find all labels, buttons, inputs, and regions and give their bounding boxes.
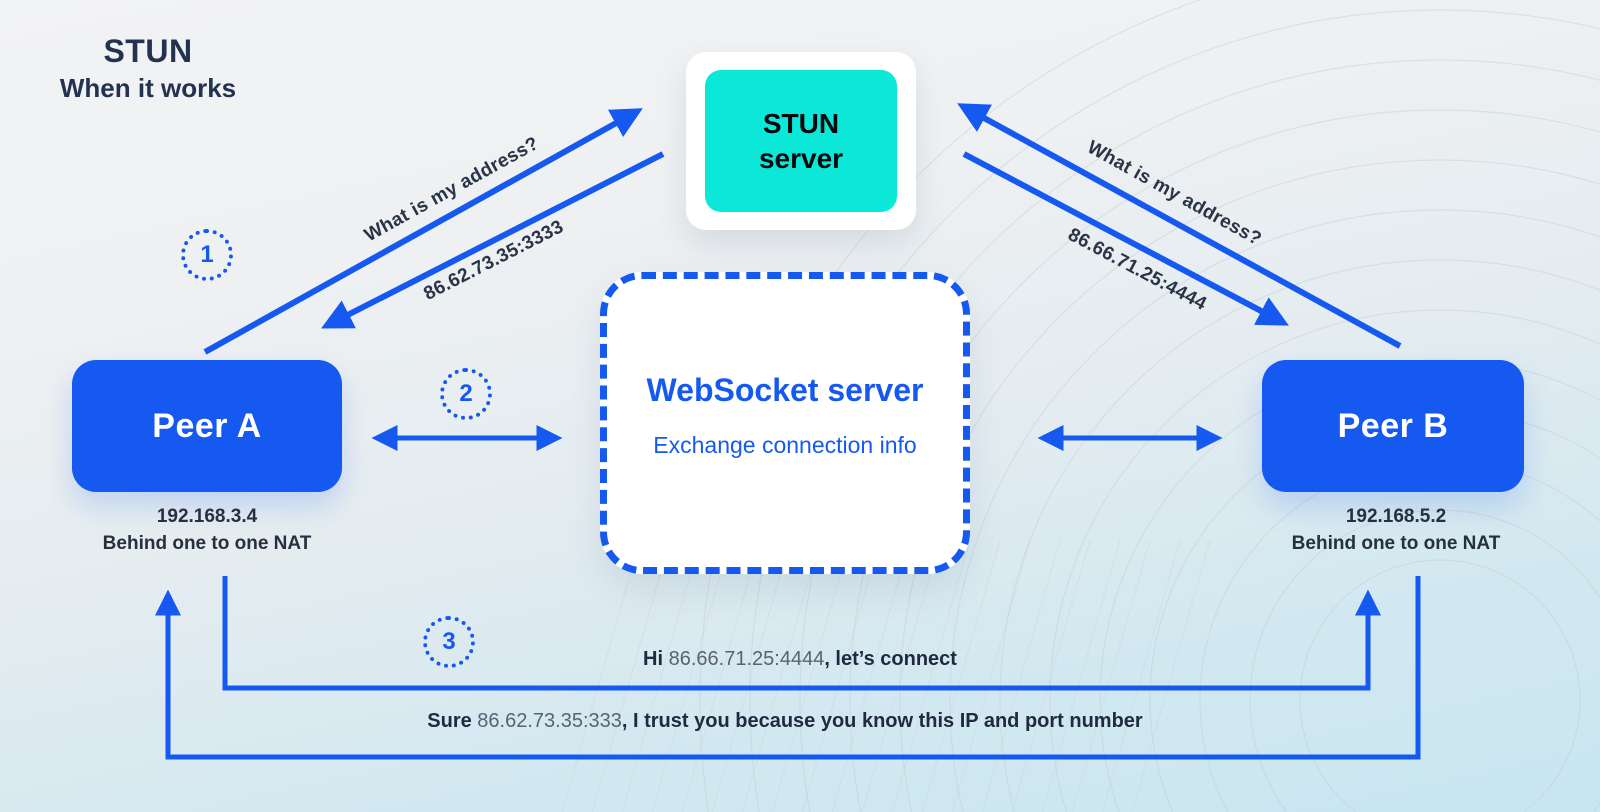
arrow-stun-to-peer-a	[321, 151, 665, 329]
title-heading: STUN	[103, 33, 193, 69]
websocket-server-subtitle: Exchange connection info	[653, 432, 917, 459]
step-3-number: 3	[442, 628, 456, 655]
message-a-suffix: , let’s connect	[824, 648, 957, 670]
peer-b-caption: 192.168.5.2 Behind one to one NAT	[1246, 503, 1546, 557]
title-subheading: When it works	[59, 73, 237, 104]
stun-server-label: STUN server	[758, 108, 844, 174]
step-1-number: 1	[200, 241, 214, 268]
message-b-prefix: Sure	[427, 710, 478, 732]
message-b-suffix: , I trust you because you know this IP a…	[621, 710, 1143, 732]
websocket-server-node: WebSocket server Exchange connection inf…	[600, 272, 970, 574]
peer-a-nat: Behind one to one NAT	[102, 533, 312, 554]
arrow-peer-b-to-stun	[957, 103, 1402, 349]
message-a-address: 86.66.71.25:4444	[668, 648, 825, 670]
websocket-server-title: WebSocket server	[646, 371, 924, 408]
message-a-prefix: Hi	[643, 648, 669, 670]
arrow-stun-to-peer-b	[962, 151, 1289, 326]
peer-b-node: Peer B	[1262, 360, 1524, 492]
peer-a-label: Peer A	[152, 406, 262, 445]
stun-server-node: STUN server	[686, 52, 916, 230]
peer-b-label: Peer B	[1337, 406, 1449, 445]
step-3-badge: 3	[423, 616, 475, 668]
step-1-badge: 1	[181, 229, 233, 281]
message-b-address: 86.62.73.35:333	[477, 710, 622, 732]
stun-server-inner: STUN server	[705, 70, 897, 212]
message-path-b-to-a	[155, 576, 1421, 760]
peer-b-ip: 192.168.5.2	[1345, 506, 1447, 527]
message-path-a-to-b	[222, 576, 1381, 691]
peer-a-node: Peer A	[72, 360, 342, 492]
diagram-title: STUN When it works	[48, 33, 248, 104]
step-2-number: 2	[459, 380, 473, 407]
message-a-to-b: Hi 86.66.71.25:4444, let’s connect	[0, 648, 1600, 671]
peer-b-nat: Behind one to one NAT	[1291, 533, 1501, 554]
peer-a-caption: 192.168.3.4 Behind one to one NAT	[57, 503, 357, 557]
peer-a-ip: 192.168.3.4	[156, 506, 258, 527]
arrow-peer-a-to-stun	[203, 108, 643, 355]
step-2-badge: 2	[440, 368, 492, 420]
message-b-to-a: Sure 86.62.73.35:333, I trust you becaus…	[0, 710, 1585, 733]
